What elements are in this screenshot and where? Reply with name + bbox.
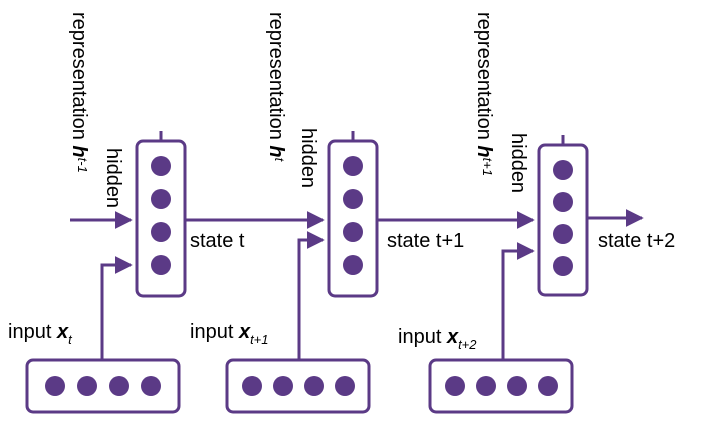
time-step-1: input xt state t hidden representation h…	[8, 12, 245, 414]
hidden-node	[343, 189, 363, 209]
input-node	[141, 376, 161, 396]
input-arrow-1	[100, 256, 133, 360]
hidden-node	[151, 255, 171, 275]
representation-label-3: representation ht+1	[473, 12, 495, 176]
state-label-3: state t+2	[598, 230, 675, 252]
hidden-label-3: hidden	[507, 133, 529, 193]
input-node	[45, 376, 65, 396]
hidden-label-2: hidden	[297, 128, 319, 188]
hidden-node	[343, 255, 363, 275]
input-node	[538, 376, 558, 396]
input-node	[304, 376, 324, 396]
hidden-node	[151, 189, 171, 209]
input-node	[109, 376, 129, 396]
hidden-node	[553, 192, 573, 212]
input-node	[273, 376, 293, 396]
input-node	[335, 376, 355, 396]
hidden-node	[343, 156, 363, 176]
input-box-3	[428, 358, 574, 414]
hidden-label-1: hidden	[102, 148, 124, 208]
representation-label-1: representation ht-1	[68, 12, 90, 173]
input-node	[507, 376, 527, 396]
input-node	[77, 376, 97, 396]
input-arrow-2	[297, 231, 325, 360]
hidden-node	[151, 156, 171, 176]
input-label-1: input xt	[8, 321, 73, 347]
hidden-node	[151, 222, 171, 242]
hidden-node	[343, 222, 363, 242]
input-label-2: input xt+1	[190, 321, 269, 347]
state-label-2: state t+1	[387, 230, 464, 252]
hidden-node	[553, 256, 573, 276]
input-arrow-3	[501, 242, 535, 360]
input-label-3: input xt+2	[398, 326, 477, 352]
state-label-1: state t	[190, 230, 245, 252]
input-node	[445, 376, 465, 396]
input-node	[242, 376, 262, 396]
hidden-node	[553, 224, 573, 244]
hidden-node	[553, 160, 573, 180]
input-node	[476, 376, 496, 396]
time-step-2: input xt+1 state t+1 hidden representati…	[190, 12, 464, 414]
representation-label-2: representation ht	[265, 12, 287, 163]
time-step-3: input xt+2 state t+2 hidden representati…	[398, 12, 675, 414]
